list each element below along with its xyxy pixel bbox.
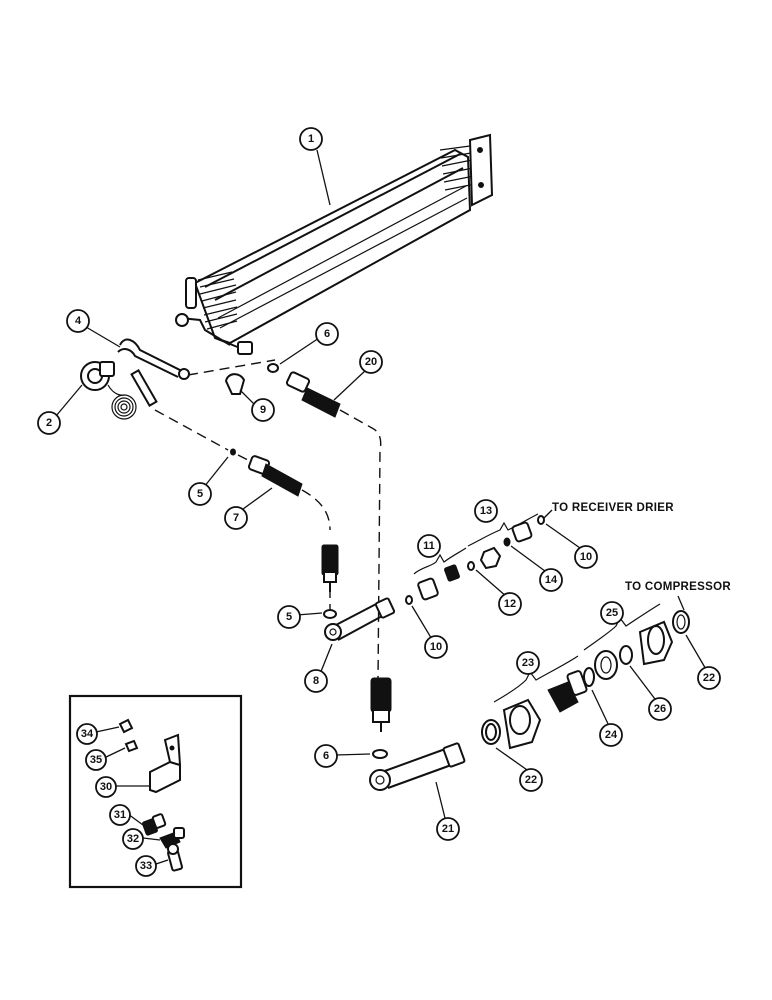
callout-1: 1 — [299, 127, 323, 151]
tube-8 — [324, 597, 396, 641]
callout-23: 23 — [516, 651, 540, 675]
callout-13: 13 — [474, 499, 498, 523]
svg-text:22: 22 — [525, 774, 537, 786]
callout-35: 35 — [85, 749, 107, 771]
callout-9: 9 — [251, 398, 275, 422]
callout-21: 21 — [436, 817, 460, 841]
note-compressor: TO COMPRESSOR — [625, 581, 731, 593]
callout-12: 12 — [498, 592, 522, 616]
callout-6-upper: 6 — [315, 322, 339, 346]
fittings-compressor — [481, 603, 690, 750]
callout-10-upper: 10 — [574, 545, 598, 569]
svg-text:10: 10 — [430, 641, 442, 653]
svg-text:22: 22 — [703, 672, 715, 684]
svg-text:7: 7 — [233, 512, 239, 524]
svg-text:31: 31 — [114, 809, 126, 821]
svg-text:32: 32 — [127, 833, 139, 845]
callout-5-upper: 5 — [188, 482, 212, 506]
svg-text:24: 24 — [605, 729, 618, 741]
svg-text:1: 1 — [308, 133, 314, 145]
callout-8: 8 — [304, 669, 328, 693]
callout-31: 31 — [109, 804, 131, 826]
callout-25: 25 — [600, 601, 624, 625]
svg-text:30: 30 — [100, 781, 112, 793]
svg-text:6: 6 — [324, 328, 330, 340]
svg-text:25: 25 — [606, 607, 618, 619]
part-9-cap — [224, 373, 246, 395]
svg-text:21: 21 — [442, 823, 454, 835]
callouts: 1 4 6 20 9 2 5 7 13 11 10 14 12 5 25 10 … — [37, 127, 721, 877]
callout-30: 30 — [95, 776, 117, 798]
hose-20 — [285, 371, 341, 418]
svg-text:6: 6 — [323, 750, 329, 762]
svg-text:26: 26 — [654, 703, 666, 715]
svg-text:2: 2 — [46, 417, 52, 429]
leader-lines — [55, 149, 708, 823]
callout-11: 11 — [417, 534, 441, 558]
fittings-receiver-drier — [405, 513, 545, 605]
callout-32: 32 — [122, 828, 144, 850]
svg-text:35: 35 — [90, 754, 102, 766]
expansion-valve — [80, 338, 190, 420]
svg-text:11: 11 — [423, 540, 435, 552]
note-receiver-drier: TO RECEIVER DRIER — [552, 502, 674, 514]
svg-text:5: 5 — [197, 488, 203, 500]
callout-22-left: 22 — [519, 768, 543, 792]
svg-text:14: 14 — [545, 574, 558, 586]
callout-34: 34 — [76, 723, 98, 745]
svg-text:20: 20 — [365, 356, 377, 368]
callout-7: 7 — [224, 506, 248, 530]
hose-7 — [247, 455, 303, 497]
svg-text:9: 9 — [260, 404, 266, 416]
callout-5-lower: 5 — [277, 605, 301, 629]
callout-22-right: 22 — [697, 666, 721, 690]
washer-5-lower — [323, 609, 337, 619]
callout-33: 33 — [135, 855, 157, 877]
svg-text:10: 10 — [580, 551, 592, 563]
part-6-upper — [267, 363, 279, 373]
svg-text:5: 5 — [286, 611, 292, 623]
inset-detail — [68, 694, 243, 889]
callout-6-lower: 6 — [314, 744, 338, 768]
callout-2: 2 — [37, 411, 61, 435]
svg-text:12: 12 — [504, 598, 516, 610]
part-5-upper — [230, 448, 236, 456]
washer-6-lower — [372, 749, 388, 759]
svg-text:13: 13 — [480, 505, 492, 517]
callout-10-lower: 10 — [424, 635, 448, 659]
hose-fitting-lower — [321, 544, 339, 592]
callout-24: 24 — [599, 723, 623, 747]
svg-text:8: 8 — [313, 675, 319, 687]
callout-26: 26 — [648, 697, 672, 721]
svg-text:33: 33 — [140, 860, 152, 872]
hose-fitting-20-lower — [370, 677, 392, 732]
callout-14: 14 — [539, 568, 563, 592]
svg-text:34: 34 — [81, 728, 94, 740]
svg-text:23: 23 — [522, 657, 534, 669]
condenser-core — [175, 133, 494, 355]
callout-4: 4 — [66, 309, 90, 333]
svg-text:4: 4 — [75, 315, 82, 327]
callout-20: 20 — [359, 350, 383, 374]
tube-21 — [369, 742, 466, 791]
